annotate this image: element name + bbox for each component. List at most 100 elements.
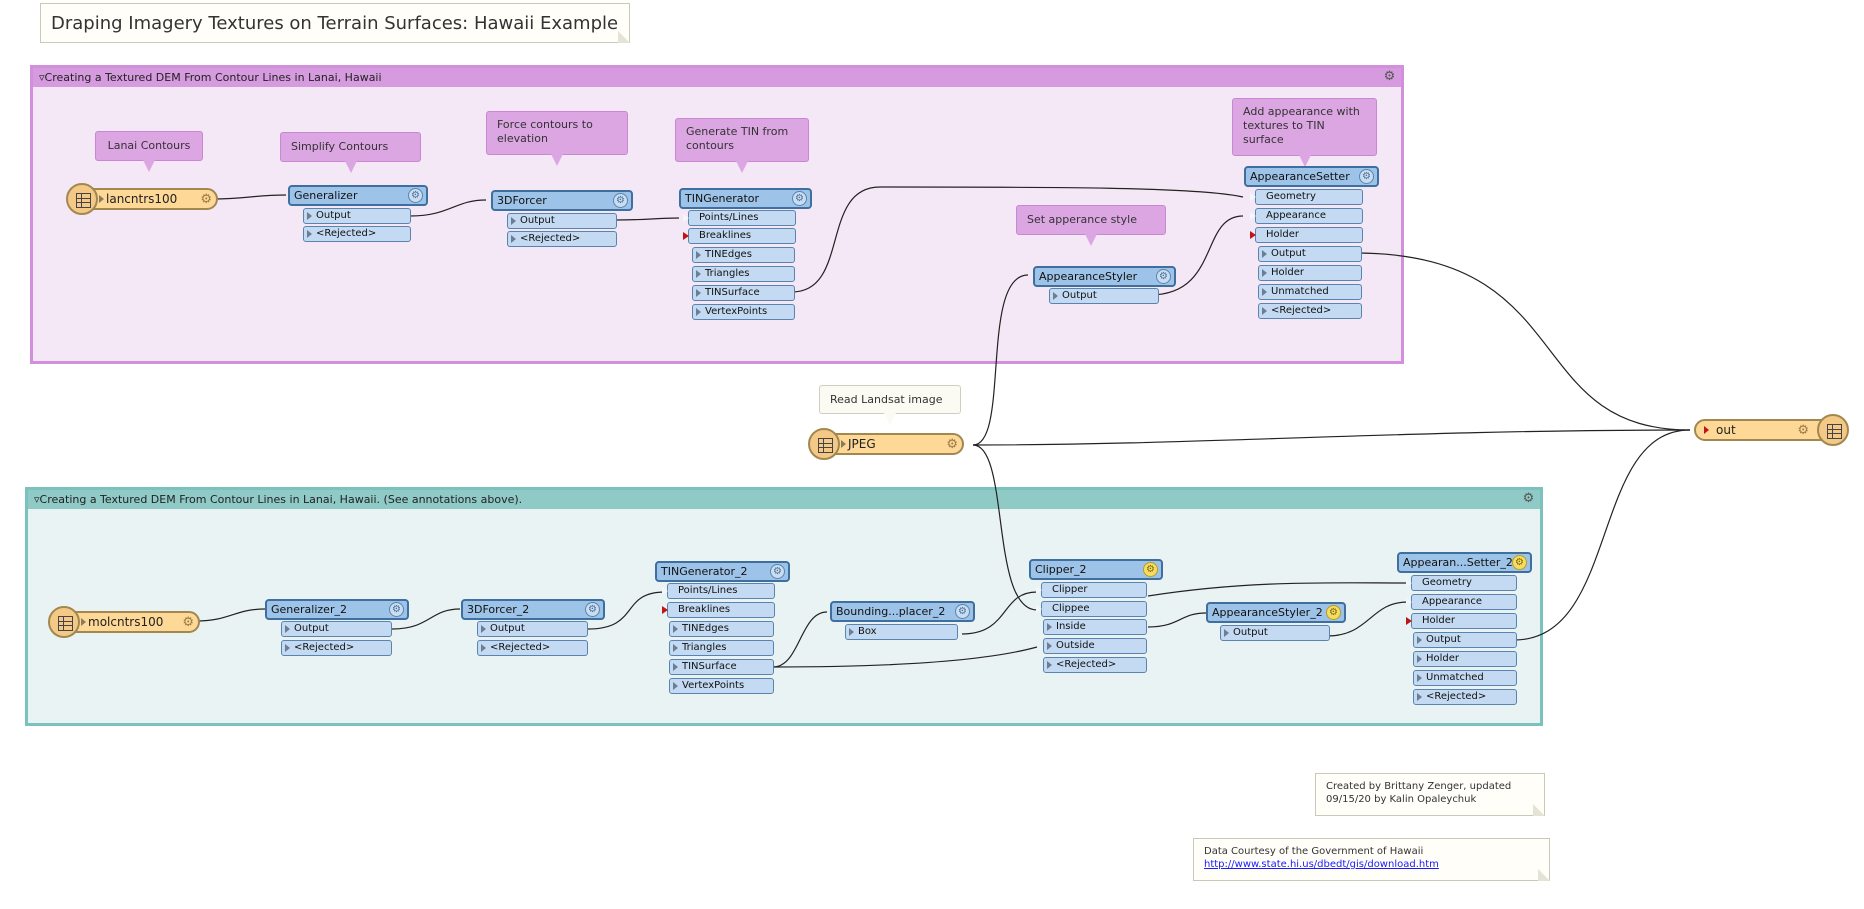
transformer-tingenerator[interactable]: TINGenerator⚙ <box>679 188 812 209</box>
port-breaklines[interactable]: Breaklines <box>662 602 775 618</box>
gear-icon[interactable]: ⚙ <box>1143 562 1158 577</box>
port-rejected[interactable]: <Rejected> <box>477 640 588 656</box>
port-rejected[interactable]: <Rejected> <box>303 226 411 242</box>
port-inside[interactable]: Inside <box>1043 619 1147 635</box>
port-points-lines[interactable]: Points/Lines <box>662 583 775 599</box>
collapse-icon[interactable]: ▿ <box>39 71 45 84</box>
transformer-clipper-2[interactable]: Clipper_2⚙ <box>1029 559 1163 580</box>
port-breaklines[interactable]: Breaklines <box>683 228 796 244</box>
wire <box>772 611 828 668</box>
port-output[interactable]: Output <box>507 213 617 229</box>
port-output[interactable]: Output <box>303 208 411 224</box>
port-tinsurface[interactable]: TINSurface <box>669 659 774 675</box>
port-output[interactable]: Output <box>1413 632 1517 648</box>
port-vertexpoints[interactable]: VertexPoints <box>669 678 774 694</box>
bookmark-gear-icon[interactable]: ⚙ <box>1522 491 1535 506</box>
wire <box>772 646 1038 668</box>
port-geometry[interactable]: Geometry <box>1250 189 1363 205</box>
bookmark-top-header[interactable]: ▿Creating a Textured DEM From Contour Li… <box>33 68 1401 87</box>
port-clipper[interactable]: Clipper <box>1036 582 1147 598</box>
port-holder[interactable]: Holder <box>1250 227 1363 243</box>
port-rejected[interactable]: <Rejected> <box>507 231 617 247</box>
port-tinedges[interactable]: TINEdges <box>669 621 774 637</box>
bookmark-gear-icon[interactable]: ⚙ <box>1383 69 1396 84</box>
transformer-appearancesetter[interactable]: AppearanceSetter⚙ <box>1244 166 1379 187</box>
data-source-text: Data Courtesy of the Government of Hawai… <box>1204 846 1424 857</box>
data-source-link[interactable]: http://www.state.hi.us/dbedt/gis/downloa… <box>1204 859 1439 870</box>
port-output[interactable]: Output <box>1258 246 1362 262</box>
port-points-lines[interactable]: Points/Lines <box>683 210 796 226</box>
collapse-icon[interactable]: ▿ <box>34 493 40 506</box>
port-holder-out[interactable]: Holder <box>1258 265 1362 281</box>
port-holder[interactable]: Holder <box>1406 613 1517 629</box>
port-rejected[interactable]: <Rejected> <box>1258 303 1362 319</box>
gear-icon[interactable]: ⚙ <box>955 604 970 619</box>
transformer-appearancesetter-2[interactable]: Appearan...Setter_2⚙ <box>1397 552 1532 573</box>
port-geometry[interactable]: Geometry <box>1406 575 1517 591</box>
port-rejected[interactable]: <Rejected> <box>1043 657 1147 673</box>
expand-icon[interactable] <box>99 195 104 203</box>
wire <box>961 591 1038 635</box>
reader-icon <box>808 428 840 460</box>
reader-label: lancntrs100 <box>106 192 178 206</box>
transformer-generalizer-2[interactable]: Generalizer_2⚙ <box>265 599 409 620</box>
port-triangles[interactable]: Triangles <box>692 266 795 282</box>
port-output[interactable]: Output <box>1220 625 1330 641</box>
gear-icon[interactable]: ⚙ <box>770 564 785 579</box>
expand-icon[interactable] <box>841 440 846 448</box>
reader-lancntrs[interactable]: lancntrs100 ⚙ <box>66 183 218 215</box>
port-appearance[interactable]: Appearance <box>1250 208 1363 224</box>
transformer-3dforcer[interactable]: 3DForcer⚙ <box>491 190 633 211</box>
wire <box>1147 582 1409 597</box>
wire <box>1147 612 1207 628</box>
writer-out[interactable]: out⚙ <box>1694 414 1849 446</box>
port-rejected[interactable]: <Rejected> <box>1413 689 1517 705</box>
expand-icon[interactable] <box>81 618 86 626</box>
transformer-generalizer[interactable]: Generalizer⚙ <box>288 185 428 206</box>
port-holder-out[interactable]: Holder <box>1413 651 1517 667</box>
gear-icon[interactable]: ⚙ <box>1359 169 1374 184</box>
reader-jpeg[interactable]: JPEG⚙ <box>808 428 964 460</box>
gear-icon[interactable]: ⚙ <box>585 602 600 617</box>
port-box[interactable]: Box <box>845 624 958 640</box>
gear-icon[interactable]: ⚙ <box>408 188 423 203</box>
transformer-appearancestyler-2[interactable]: AppearanceStyler_2⚙ <box>1206 602 1346 623</box>
port-appearance[interactable]: Appearance <box>1406 594 1517 610</box>
wire <box>614 217 680 221</box>
gear-icon[interactable]: ⚙ <box>1326 605 1341 620</box>
transformer-tingenerator-2[interactable]: TINGenerator_2⚙ <box>655 561 790 582</box>
gear-icon[interactable]: ⚙ <box>1156 269 1171 284</box>
wire <box>195 608 266 622</box>
transformer-appearancestyler[interactable]: AppearanceStyler⚙ <box>1033 266 1176 287</box>
port-output[interactable]: Output <box>477 621 588 637</box>
gear-icon[interactable]: ⚙ <box>946 437 958 452</box>
port-output[interactable]: Output <box>281 621 392 637</box>
wire <box>972 444 1038 611</box>
gear-icon[interactable]: ⚙ <box>200 192 212 207</box>
port-output[interactable]: Output <box>1049 288 1159 304</box>
port-unmatched[interactable]: Unmatched <box>1413 670 1517 686</box>
gear-icon[interactable]: ⚙ <box>613 193 628 208</box>
port-outside[interactable]: Outside <box>1043 638 1147 654</box>
transformer-bounding-replacer-2[interactable]: Bounding...placer_2⚙ <box>830 601 975 622</box>
wire <box>1354 252 1691 431</box>
gear-icon[interactable]: ⚙ <box>389 602 404 617</box>
wire <box>212 194 287 200</box>
gear-icon[interactable]: ⚙ <box>182 615 194 630</box>
port-tinsurface[interactable]: TINSurface <box>692 285 795 301</box>
wire <box>791 186 1244 293</box>
reader-molcntrs[interactable]: molcntrs100⚙ <box>48 606 200 638</box>
port-unmatched[interactable]: Unmatched <box>1258 284 1362 300</box>
bookmark-bottom-title: Creating a Textured DEM From Contour Lin… <box>39 493 523 506</box>
port-tinedges[interactable]: TINEdges <box>692 247 795 263</box>
port-rejected[interactable]: <Rejected> <box>281 640 392 656</box>
gear-icon[interactable]: ⚙ <box>792 191 807 206</box>
port-triangles[interactable]: Triangles <box>669 640 774 656</box>
port-clippee[interactable]: Clippee <box>1036 601 1147 617</box>
bookmark-bottom-header[interactable]: ▿Creating a Textured DEM From Contour Li… <box>28 490 1540 509</box>
gear-icon[interactable]: ⚙ <box>1512 555 1527 570</box>
port-vertexpoints[interactable]: VertexPoints <box>692 304 795 320</box>
gear-icon[interactable]: ⚙ <box>1797 423 1809 438</box>
transformer-3dforcer-2[interactable]: 3DForcer_2⚙ <box>461 599 605 620</box>
